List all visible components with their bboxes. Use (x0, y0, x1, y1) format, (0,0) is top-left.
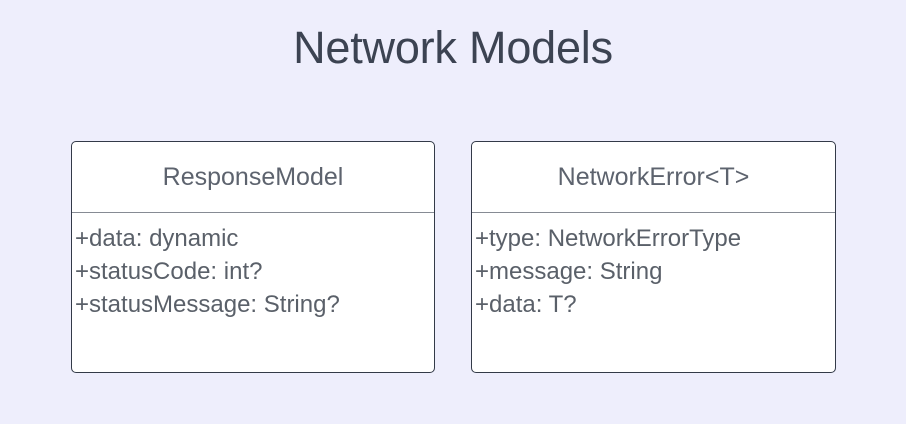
uml-attribute: +statusMessage: String? (75, 291, 340, 318)
uml-attribute: +message: String (475, 258, 663, 285)
uml-class-response-model[interactable]: ResponseModel +data: dynamic +statusCode… (71, 141, 435, 373)
uml-class-name: NetworkError<T> (557, 163, 750, 191)
uml-class-header: NetworkError<T> (472, 142, 835, 213)
uml-class-name: ResponseModel (162, 163, 344, 191)
uml-attribute-list: +data: dynamic +statusCode: int? +status… (72, 213, 434, 321)
page-title: Network Models (293, 22, 613, 73)
uml-class-header: ResponseModel (72, 142, 434, 213)
uml-attribute: +data: dynamic (75, 225, 239, 252)
uml-attribute-list: +type: NetworkErrorType +message: String… (472, 213, 835, 321)
uml-attribute: +type: NetworkErrorType (475, 225, 742, 252)
uml-attribute: +data: T? (475, 291, 577, 318)
uml-attribute: +statusCode: int? (75, 258, 263, 285)
uml-class-network-error[interactable]: NetworkError<T> +type: NetworkErrorType … (471, 141, 836, 373)
